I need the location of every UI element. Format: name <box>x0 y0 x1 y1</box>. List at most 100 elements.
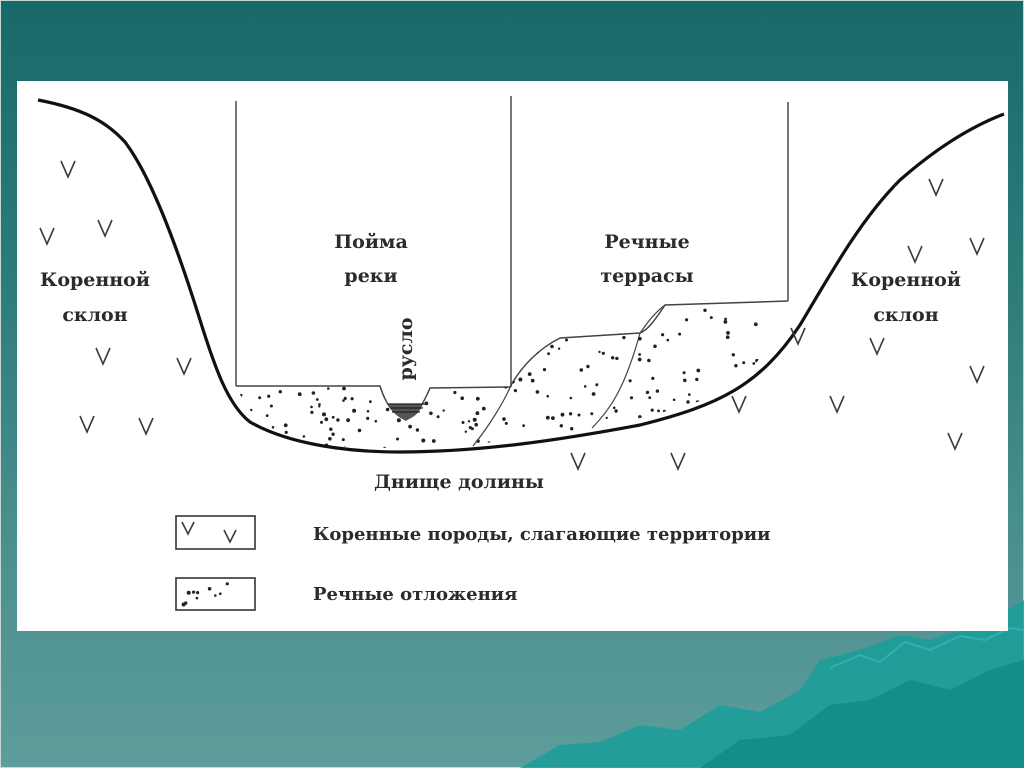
deposit-dot <box>739 446 742 449</box>
deposit-dot <box>490 327 494 331</box>
deposit-dot <box>498 398 501 401</box>
deposit-dot <box>236 400 239 404</box>
deposit-dot <box>579 368 584 372</box>
deposit-dot <box>397 399 400 403</box>
deposit-dot <box>297 392 302 397</box>
bedrock-v-mark <box>670 452 686 471</box>
bedrock-v-mark <box>829 395 845 414</box>
deposit-dot <box>747 419 751 422</box>
terraces-label-2: террасы <box>600 265 693 287</box>
deposit-dot <box>565 331 570 336</box>
deposit-dot <box>584 311 589 315</box>
bedrock-v-mark <box>138 417 154 436</box>
deposit-dot <box>219 592 222 595</box>
deposit-dot <box>610 436 614 440</box>
deposit-dot <box>753 322 758 327</box>
deposit-dot <box>662 409 666 413</box>
deposit-dot <box>725 335 730 340</box>
deposit-dot <box>679 421 683 425</box>
deposit-dot <box>408 424 412 429</box>
deposit-dot <box>542 368 547 372</box>
deposit-dot <box>429 411 433 416</box>
deposit-dot <box>271 426 275 429</box>
deposit-dot <box>657 409 660 413</box>
deposit-dot <box>557 347 561 350</box>
deposit-dot <box>494 406 498 410</box>
deposit-dot <box>759 375 763 379</box>
deposit-dot <box>621 320 626 325</box>
deposit-dot <box>284 430 288 434</box>
deposit-dot <box>672 446 675 449</box>
deposit-dot <box>776 404 781 409</box>
deposit-dot <box>540 444 543 447</box>
deposit-dot <box>547 352 550 356</box>
deposit-dot <box>331 432 335 436</box>
deposit-dot <box>342 399 345 402</box>
deposit-dot <box>453 390 457 395</box>
deposit-dot <box>550 344 554 349</box>
deposit-dot <box>731 353 735 357</box>
deposit-dot <box>647 358 651 363</box>
deposit-dot <box>655 389 660 393</box>
deposit-dot <box>752 362 756 365</box>
deposit-dot <box>327 387 330 390</box>
deposit-dot <box>787 441 790 444</box>
deposit-dot <box>642 432 646 435</box>
deposit-dot <box>666 433 670 437</box>
deposit-dot <box>709 316 713 320</box>
deposit-dot <box>653 344 657 349</box>
left-slope-label: Коренной <box>40 269 150 291</box>
deposit-dot <box>415 399 420 403</box>
legend: Коренные породы, слагающие территории Ре… <box>175 515 770 611</box>
deposit-dot <box>685 318 689 322</box>
deposit-dot <box>474 427 478 431</box>
deposit-dot <box>545 415 550 420</box>
deposit-dot <box>612 406 616 410</box>
deposit-dot <box>192 590 196 594</box>
mountain-decoration <box>520 600 1024 768</box>
deposit-dot <box>638 336 642 341</box>
floodplain-label-2: реки <box>344 265 397 287</box>
deposit-dot <box>667 438 672 440</box>
deposit-dot <box>383 446 387 448</box>
deposit-dot <box>522 424 525 427</box>
right-slope-label: Коренной <box>851 269 961 291</box>
diagram-panel: Коренной склон Пойма реки Речные террасы… <box>17 81 1008 631</box>
deposit-dot <box>336 418 340 422</box>
deposit-dot <box>346 418 350 423</box>
bedrock-v-mark <box>969 237 985 256</box>
valley-floor-label: Днище долины <box>374 471 544 493</box>
deposit-dot <box>714 436 718 440</box>
deposit-dot <box>310 410 314 414</box>
deposit-dot <box>755 358 759 363</box>
deposit-dot <box>269 404 273 408</box>
deposit-dot <box>559 424 563 428</box>
deposit-dot <box>688 393 691 396</box>
deposit-dot <box>225 582 229 586</box>
deposit-dot <box>546 394 549 398</box>
deposit-dot <box>311 391 316 395</box>
deposit-dot <box>622 335 626 340</box>
deposit-dot <box>711 423 715 427</box>
deposit-dot <box>641 316 644 319</box>
deposit-dot <box>666 338 670 342</box>
deposit-dot <box>629 396 634 400</box>
deposit-dot <box>421 438 426 443</box>
deposit-dot <box>605 416 608 420</box>
channel-label: русло <box>395 317 417 380</box>
deposit-dot <box>724 317 727 321</box>
deposit-dot <box>733 424 737 429</box>
bedrock-v-mark <box>969 365 985 384</box>
deposit-dot <box>551 416 555 420</box>
floodplain-label: Пойма <box>334 231 408 253</box>
deposit-dot <box>310 405 313 409</box>
deposit-dot <box>258 396 262 400</box>
deposit-dot <box>331 415 335 419</box>
deposit-dot <box>678 424 683 429</box>
deposit-dot <box>751 381 756 386</box>
bedrock-v-mark <box>907 245 923 264</box>
deposit-dot <box>678 332 682 336</box>
deposit-dot <box>635 309 639 313</box>
deposit-dot <box>329 452 332 455</box>
deposit-dot <box>249 408 253 412</box>
